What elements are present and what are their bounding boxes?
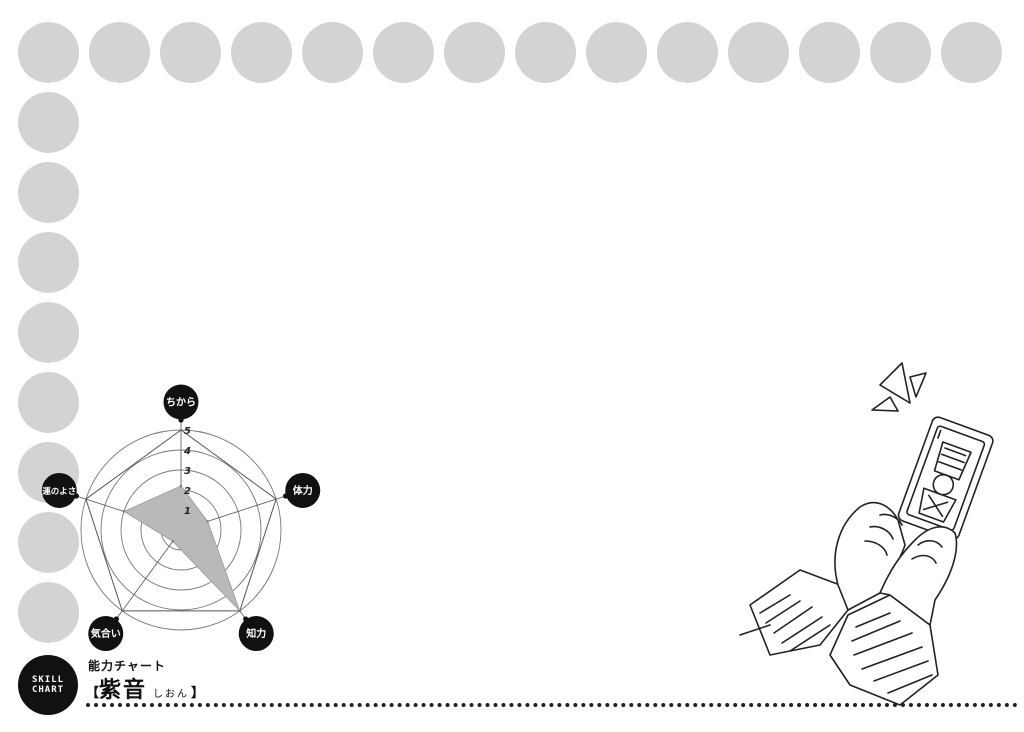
- axis-label-badge: [41, 472, 77, 508]
- placeholder-circle: [18, 372, 79, 433]
- placeholder-circle: [160, 22, 221, 83]
- placeholder-circle: [18, 582, 79, 643]
- placeholder-circle: [799, 22, 860, 83]
- placeholder-circle: [18, 512, 79, 573]
- axis-label-badge: [285, 472, 321, 508]
- axis-label-badge: [88, 616, 124, 652]
- badge-line-2: CHART: [31, 685, 65, 695]
- axis-label: 気合い: [90, 627, 121, 640]
- axis-label-badge: [238, 616, 274, 652]
- placeholder-circle: [18, 232, 79, 293]
- radar-data-point: [171, 540, 174, 543]
- radar-data-point: [206, 520, 209, 523]
- axis-label: ちから: [166, 397, 196, 409]
- placeholder-circle: [302, 22, 363, 83]
- radar-scale-label: 2: [184, 486, 191, 497]
- placeholder-circle: [373, 22, 434, 83]
- placeholder-circle: [18, 92, 79, 153]
- radar-scale-label: 3: [184, 466, 191, 477]
- axis-label-badge: [163, 384, 199, 420]
- radar-scale: 1 2 3 4 5: [183, 426, 191, 517]
- radar-scale-label: 4: [183, 446, 191, 457]
- radar-scale-label: 5: [184, 426, 191, 437]
- dotted-divider: [86, 703, 1018, 707]
- placeholder-circle: [870, 22, 931, 83]
- bracket-close: 】: [191, 686, 205, 701]
- radar-area: [122, 484, 241, 613]
- radar-data-point: [238, 609, 241, 613]
- character-name: 【 紫音 しおん 】: [86, 672, 204, 704]
- placeholder-circle: [728, 22, 789, 83]
- placeholder-circle: [586, 22, 647, 83]
- bracket-open: 【: [86, 686, 100, 701]
- axis-label: 運のよさ: [42, 486, 76, 497]
- placeholder-circle: [444, 22, 505, 83]
- radar-data-area: [123, 485, 241, 612]
- character-name-reading: しおん: [153, 689, 190, 700]
- placeholder-circle: [231, 22, 292, 83]
- badge-line-1: SKILL: [31, 675, 65, 685]
- placeholder-circle: [941, 22, 1002, 83]
- radar-data-point: [179, 484, 183, 488]
- radar-outline: [85, 429, 277, 612]
- character-name-kanji: 紫音: [99, 678, 148, 703]
- hands-holding-card-illustration: [739, 362, 994, 706]
- radar-spoke: [117, 529, 182, 618]
- radar-data-point: [122, 510, 126, 513]
- chart-title: 能力チャート: [88, 659, 166, 673]
- axis-label: 体力: [293, 484, 313, 497]
- placeholder-circle: [657, 22, 718, 83]
- placeholder-circle: [89, 22, 150, 83]
- placeholder-circle: [515, 22, 576, 83]
- placeholder-circle: [18, 162, 79, 223]
- radar-scale-label: 1: [184, 506, 191, 517]
- skill-chart-badge: SKILL CHART: [18, 655, 78, 715]
- placeholder-circle: [18, 22, 79, 83]
- axis-label: 知力: [245, 627, 266, 640]
- placeholder-circle: [18, 302, 79, 363]
